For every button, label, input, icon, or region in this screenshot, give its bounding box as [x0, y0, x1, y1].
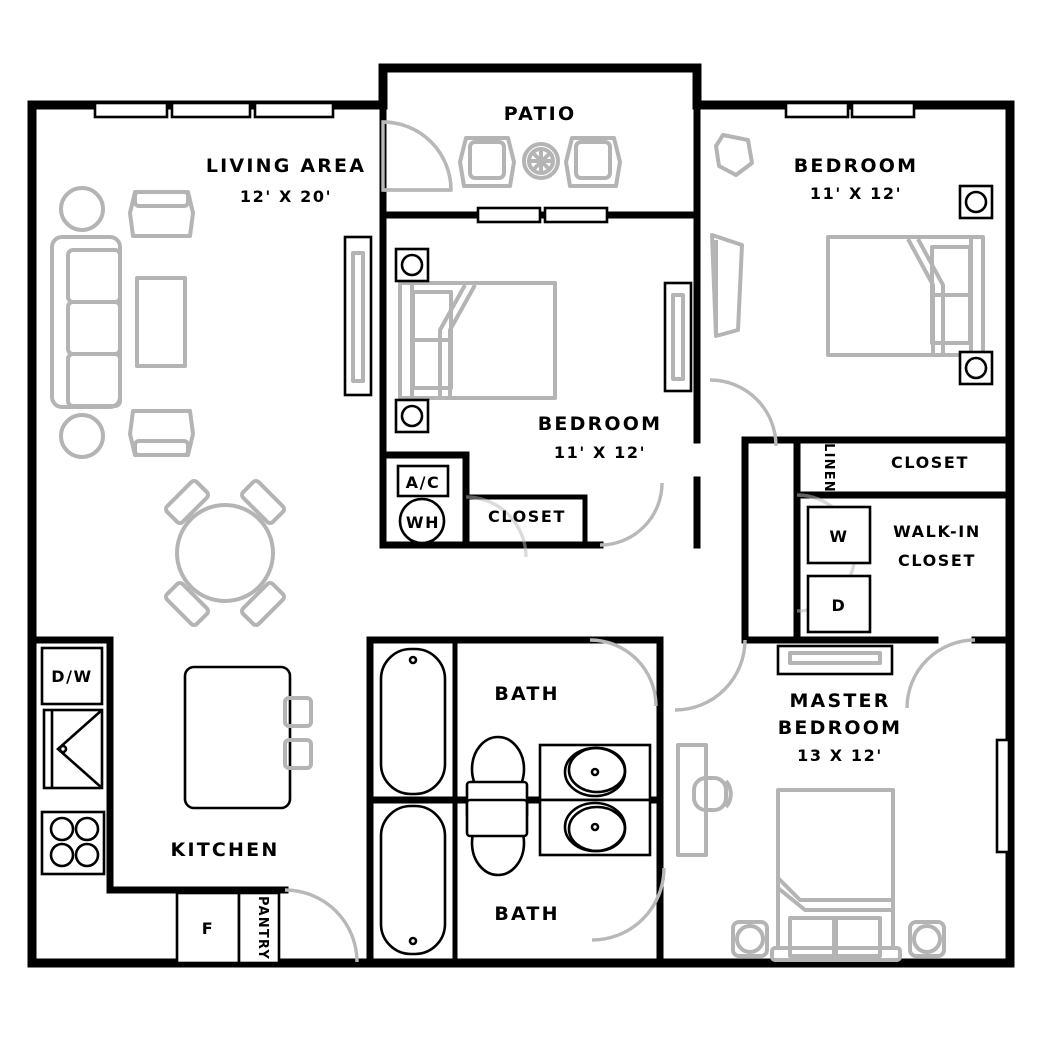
kitchen-fixtures	[40, 646, 313, 965]
pantry-box	[237, 891, 281, 965]
cooktop	[40, 810, 106, 876]
label-kitchen: KITCHEN	[171, 839, 280, 861]
label-living-area: LIVING AREA	[206, 155, 366, 177]
refrigerator-box	[175, 891, 241, 965]
desk-chair-master	[692, 776, 733, 812]
appliance-labels: D/W F PANTRY LINEN A/C WH W D	[51, 443, 848, 960]
label-master-dim: 13 X 12'	[797, 746, 883, 765]
armchair-bottom	[128, 409, 195, 457]
door-swings	[284, 120, 976, 963]
mechanical-closet	[396, 464, 450, 545]
label-bath-upper: BATH	[494, 683, 559, 705]
master-furniture	[676, 644, 946, 962]
bathtub-upper	[379, 647, 447, 796]
dining-set	[164, 479, 286, 627]
label-patio: PATIO	[504, 103, 577, 125]
patio-furniture	[458, 136, 622, 188]
label-water-heater: WH	[406, 513, 440, 532]
washer-box	[806, 505, 872, 565]
nightstand-bedroom2-bottom	[958, 350, 994, 386]
label-bedroom2: BEDROOM	[794, 155, 918, 177]
dresser-master	[776, 644, 894, 676]
label-ac-unit: A/C	[406, 473, 441, 492]
label-living-area-dim: 12' X 20'	[240, 187, 332, 206]
label-linen: LINEN	[821, 443, 836, 493]
nightstand-bedroom2-top	[958, 184, 994, 220]
sofa	[50, 235, 122, 409]
side-table-top	[59, 186, 105, 232]
wardrobe-bedroom1-right	[663, 281, 693, 393]
label-walkin-closet-line2: CLOSET	[898, 551, 976, 570]
patio-chair-right	[564, 136, 622, 188]
vanity-lower	[538, 798, 652, 857]
desk-master	[676, 743, 708, 857]
label-closet-bedroom2: CLOSET	[891, 453, 969, 472]
bathtub-lower	[379, 804, 447, 956]
windows	[93, 101, 1011, 854]
side-table-bottom	[59, 413, 105, 459]
door-pantry	[284, 888, 359, 963]
window-master-east	[995, 738, 1011, 854]
patio-chair-left	[458, 136, 516, 188]
nightstand-bedroom1-top	[394, 247, 430, 283]
window-patio-1	[476, 206, 542, 224]
label-pantry: PANTRY	[255, 896, 270, 960]
bed-bedroom1	[398, 281, 557, 400]
nightstand-master-left	[731, 920, 769, 958]
door-walkin-closet	[905, 638, 976, 709]
label-dishwasher: D/W	[51, 667, 93, 686]
label-closet-bedroom1: CLOSET	[488, 507, 566, 526]
nightstand-master-right	[908, 920, 946, 958]
vanity-upper	[538, 743, 652, 802]
window-living-1	[93, 101, 169, 119]
door-bedroom1	[599, 482, 664, 547]
dining-table	[175, 503, 275, 603]
label-master-line2: BEDROOM	[778, 717, 902, 739]
window-living-2	[170, 101, 252, 119]
label-bedroom2-dim: 11' X 12'	[810, 184, 902, 203]
label-washer: W	[829, 527, 848, 546]
label-master-line1: MASTER	[789, 690, 890, 712]
label-bath-lower: BATH	[494, 903, 559, 925]
door-bath-lower	[591, 867, 666, 942]
door-master	[674, 639, 747, 712]
label-bedroom1: BEDROOM	[538, 413, 662, 435]
label-refrigerator: F	[202, 919, 215, 938]
bedroom2-furniture	[714, 133, 994, 386]
window-bedroom2-2	[850, 101, 916, 119]
toilet-lower	[465, 798, 529, 877]
label-walkin-closet-line1: WALK-IN	[893, 522, 981, 541]
nightstand-bedroom1-bottom	[394, 398, 430, 434]
coffee-table	[135, 276, 187, 368]
living-area-furniture	[50, 186, 195, 459]
plant-bedroom2	[714, 133, 754, 177]
label-bedroom1-dim: 11' X 12'	[554, 443, 646, 462]
dryer-box	[806, 574, 872, 634]
room-labels: LIVING AREA 12' X 20' PATIO BEDROOM 11' …	[171, 103, 981, 925]
door-closet-bed1	[465, 495, 528, 558]
door-bedroom2	[709, 378, 778, 447]
dishwasher-box	[40, 646, 104, 706]
window-living-3	[253, 101, 335, 119]
water-heater-circle	[398, 497, 446, 545]
window-bedroom2-1	[784, 101, 850, 119]
dining-chairs	[164, 479, 286, 627]
window-patio-2	[543, 206, 609, 224]
ac-unit-box	[396, 464, 450, 498]
door-bath-upper	[589, 638, 658, 707]
bed-bedroom2	[826, 235, 985, 357]
bedroom1-furniture	[343, 233, 744, 434]
patio-table	[522, 142, 560, 180]
wardrobe-bedroom1-left	[343, 235, 373, 397]
laundry-appliances	[806, 505, 872, 634]
interior-walls	[28, 211, 1014, 967]
kitchen-island	[183, 665, 313, 810]
bathroom-fixtures	[379, 647, 652, 956]
kitchen-sink	[42, 708, 104, 790]
bed-master	[770, 788, 902, 962]
armchair-top	[128, 190, 195, 238]
label-dryer: D	[832, 596, 847, 615]
